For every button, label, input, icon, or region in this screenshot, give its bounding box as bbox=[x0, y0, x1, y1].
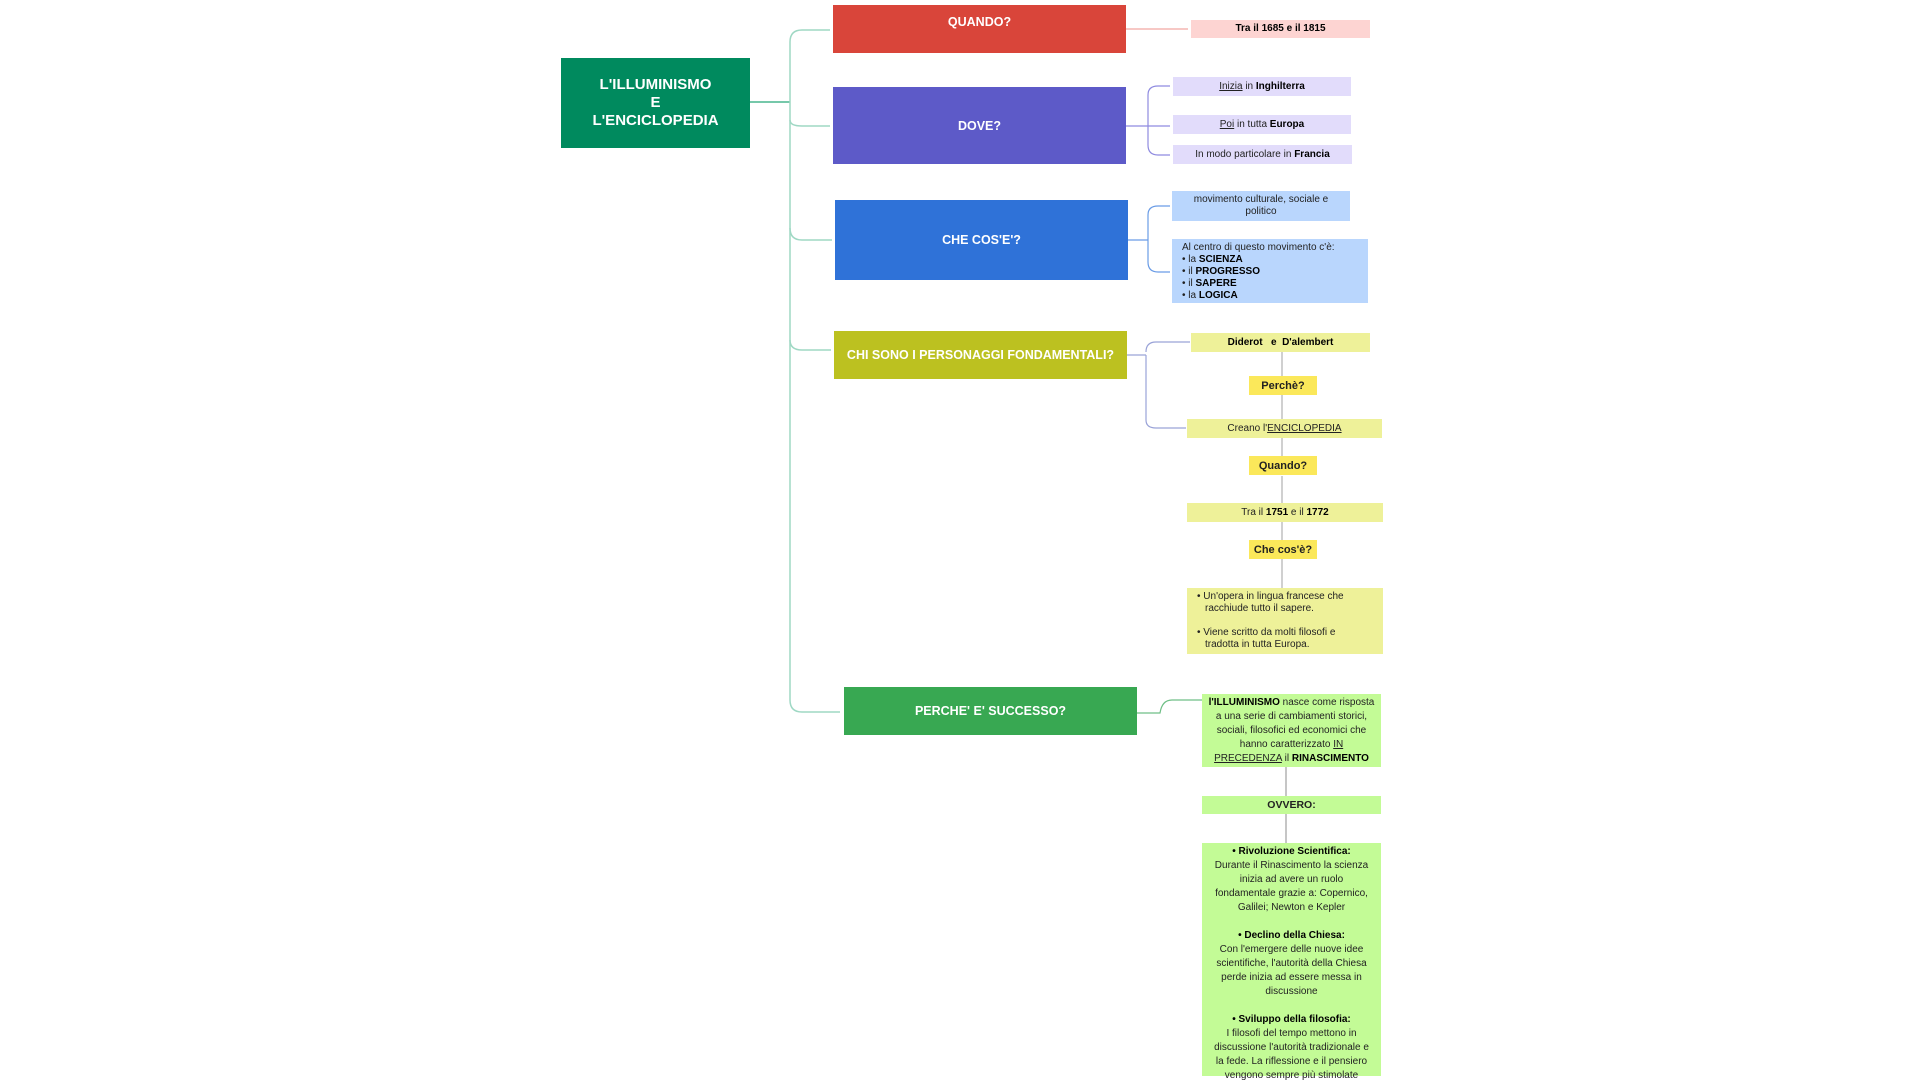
quando-period[interactable]: Tra il 1685 e il 1815 bbox=[1191, 20, 1370, 38]
checose-item-logica: • la LOGICA bbox=[1182, 290, 1238, 301]
checose-item-scienza: • la SCIENZA bbox=[1182, 254, 1243, 265]
branch-dove-label: DOVE? bbox=[957, 118, 1002, 133]
dove-item-inghilterra[interactable]: Inizia in Inghilterra bbox=[1173, 77, 1351, 96]
root-title-line1: L'ILLUMINISMO bbox=[599, 76, 712, 93]
chi-question-quando[interactable]: Quando? bbox=[1249, 456, 1317, 475]
chi-question-checose[interactable]: Che cos'è? bbox=[1249, 540, 1317, 559]
checose-intro: Al centro di questo movimento c'è: bbox=[1182, 242, 1335, 253]
chi-description[interactable]: • Un'opera in lingua francese che racchi… bbox=[1187, 588, 1383, 654]
perche-intro[interactable]: l'ILLUMINISMO nasce come risposta a una … bbox=[1202, 694, 1381, 767]
branch-checose-label: CHE COS'E'? bbox=[942, 233, 1021, 247]
chi-desc2b: tradotta in tutta Europa. bbox=[1205, 639, 1310, 650]
chi-creano[interactable]: Creano l'ENCICLOPEDIA bbox=[1187, 419, 1382, 438]
perche-s2-title: • Declino della Chiesa: bbox=[1238, 930, 1345, 941]
chi-desc1a: • Un'opera in lingua francese che bbox=[1197, 591, 1344, 602]
chi-question-perche[interactable]: Perchè? bbox=[1249, 376, 1317, 395]
branch-dove[interactable]: DOVE? bbox=[833, 87, 1126, 164]
dove-item2-c: Europa bbox=[1269, 118, 1305, 130]
dove-item-francia[interactable]: In modo particolare in Francia bbox=[1173, 145, 1352, 164]
dove-item2-a: Poi bbox=[1219, 118, 1235, 130]
checose-item-progresso: • il PROGRESSO bbox=[1182, 266, 1260, 277]
perche-s1-title: • Rivoluzione Scientifica: bbox=[1232, 846, 1351, 857]
connector-trunk-dove bbox=[789, 119, 830, 127]
dove-item-europa[interactable]: Poi in tutta Europa bbox=[1173, 115, 1351, 134]
chi-creano-pre: Creano l' bbox=[1227, 422, 1268, 434]
perche-s3-title: • Sviluppo della filosofia: bbox=[1232, 1014, 1351, 1025]
dove-item3-a: In modo particolare in bbox=[1195, 148, 1295, 160]
branch-perche-label: PERCHE' E' SUCCESSO? bbox=[914, 704, 1067, 718]
dove-item3-c: Francia bbox=[1294, 148, 1330, 160]
branch-quando[interactable]: QUANDO? bbox=[833, 5, 1126, 53]
root-title-line2: E bbox=[650, 94, 661, 111]
connector-chi bbox=[1124, 341, 1190, 429]
chi-period[interactable]: Tra il 1751 e il 1772 bbox=[1187, 503, 1383, 522]
branch-chi-label: CHI SONO I PERSONAGGI FONDAMENTALI? bbox=[846, 348, 1115, 362]
connector-trunk-checose bbox=[789, 227, 832, 241]
dove-item2-b: in tutta bbox=[1234, 118, 1270, 130]
connector-trunk-chi bbox=[789, 339, 831, 351]
dove-item1-a: Inizia bbox=[1219, 80, 1243, 92]
branch-checose[interactable]: CHE COS'E'? bbox=[835, 200, 1128, 280]
connector-perche bbox=[1135, 699, 1202, 714]
branch-perche[interactable]: PERCHE' E' SUCCESSO? bbox=[844, 687, 1137, 735]
chi-desc2a: • Viene scritto da molti filosofi e bbox=[1197, 627, 1336, 638]
checose-definition-text: movimento culturale, sociale e politico bbox=[1193, 194, 1329, 217]
branch-quando-label: QUANDO? bbox=[947, 15, 1012, 29]
root-node[interactable]: L'ILLUMINISMO E L'ENCICLOPEDIA bbox=[561, 58, 750, 148]
perche-details[interactable]: • Rivoluzione Scientifica: Durante il Ri… bbox=[1202, 843, 1381, 1081]
connector-dove bbox=[1123, 85, 1170, 156]
branch-chi[interactable]: CHI SONO I PERSONAGGI FONDAMENTALI? bbox=[834, 331, 1127, 379]
dove-item1-c: Inghilterra bbox=[1255, 80, 1305, 92]
checose-item-sapere: • il SAPERE bbox=[1182, 278, 1237, 289]
dove-item1-b: in bbox=[1242, 80, 1256, 92]
connector-trunk bbox=[789, 29, 840, 713]
chi-names-text: Diderot e D'alembert bbox=[1227, 336, 1334, 348]
checose-definition[interactable]: movimento culturale, sociale e politico bbox=[1172, 191, 1350, 221]
chi-creano-enciclopedia: ENCICLOPEDIA bbox=[1267, 422, 1342, 434]
quando-period-text: Tra il 1685 e il 1815 bbox=[1235, 23, 1326, 34]
chi-names[interactable]: Diderot e D'alembert bbox=[1191, 333, 1370, 352]
connector-checose bbox=[1125, 205, 1170, 273]
root-title-line3: L'ENCICLOPEDIA bbox=[592, 112, 719, 129]
checose-center[interactable]: Al centro di questo movimento c'è: • la … bbox=[1172, 239, 1368, 303]
perche-ovvero[interactable]: OVVERO: bbox=[1202, 796, 1381, 814]
chi-desc1b: racchiude tutto il sapere. bbox=[1205, 603, 1314, 614]
